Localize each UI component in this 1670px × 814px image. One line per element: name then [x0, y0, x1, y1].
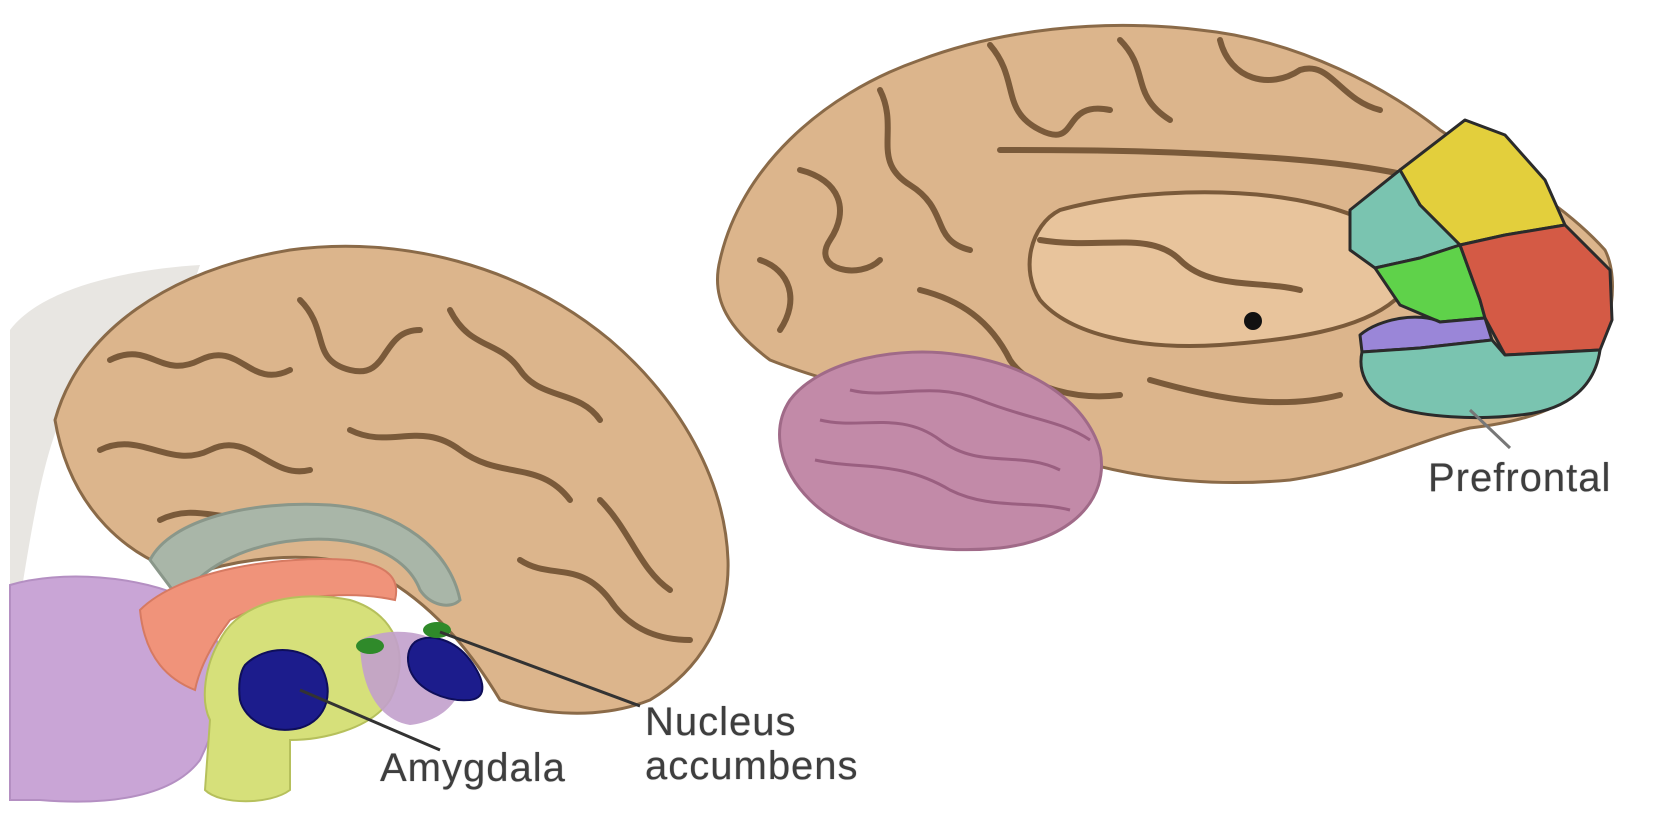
marker-dot [1244, 312, 1262, 330]
prefrontal-label: Prefrontal [1428, 456, 1611, 500]
amygdala-region [239, 650, 327, 730]
green-marker-a [356, 638, 384, 654]
pfc-teal-lower-region [1361, 340, 1600, 418]
nucleus-accumbens-label-line2: accumbens [645, 744, 859, 788]
limbic-brain [10, 246, 728, 801]
nucleus-accumbens-label-line1: Nucleus [645, 700, 797, 744]
amygdala-label: Amygdala [380, 746, 566, 790]
